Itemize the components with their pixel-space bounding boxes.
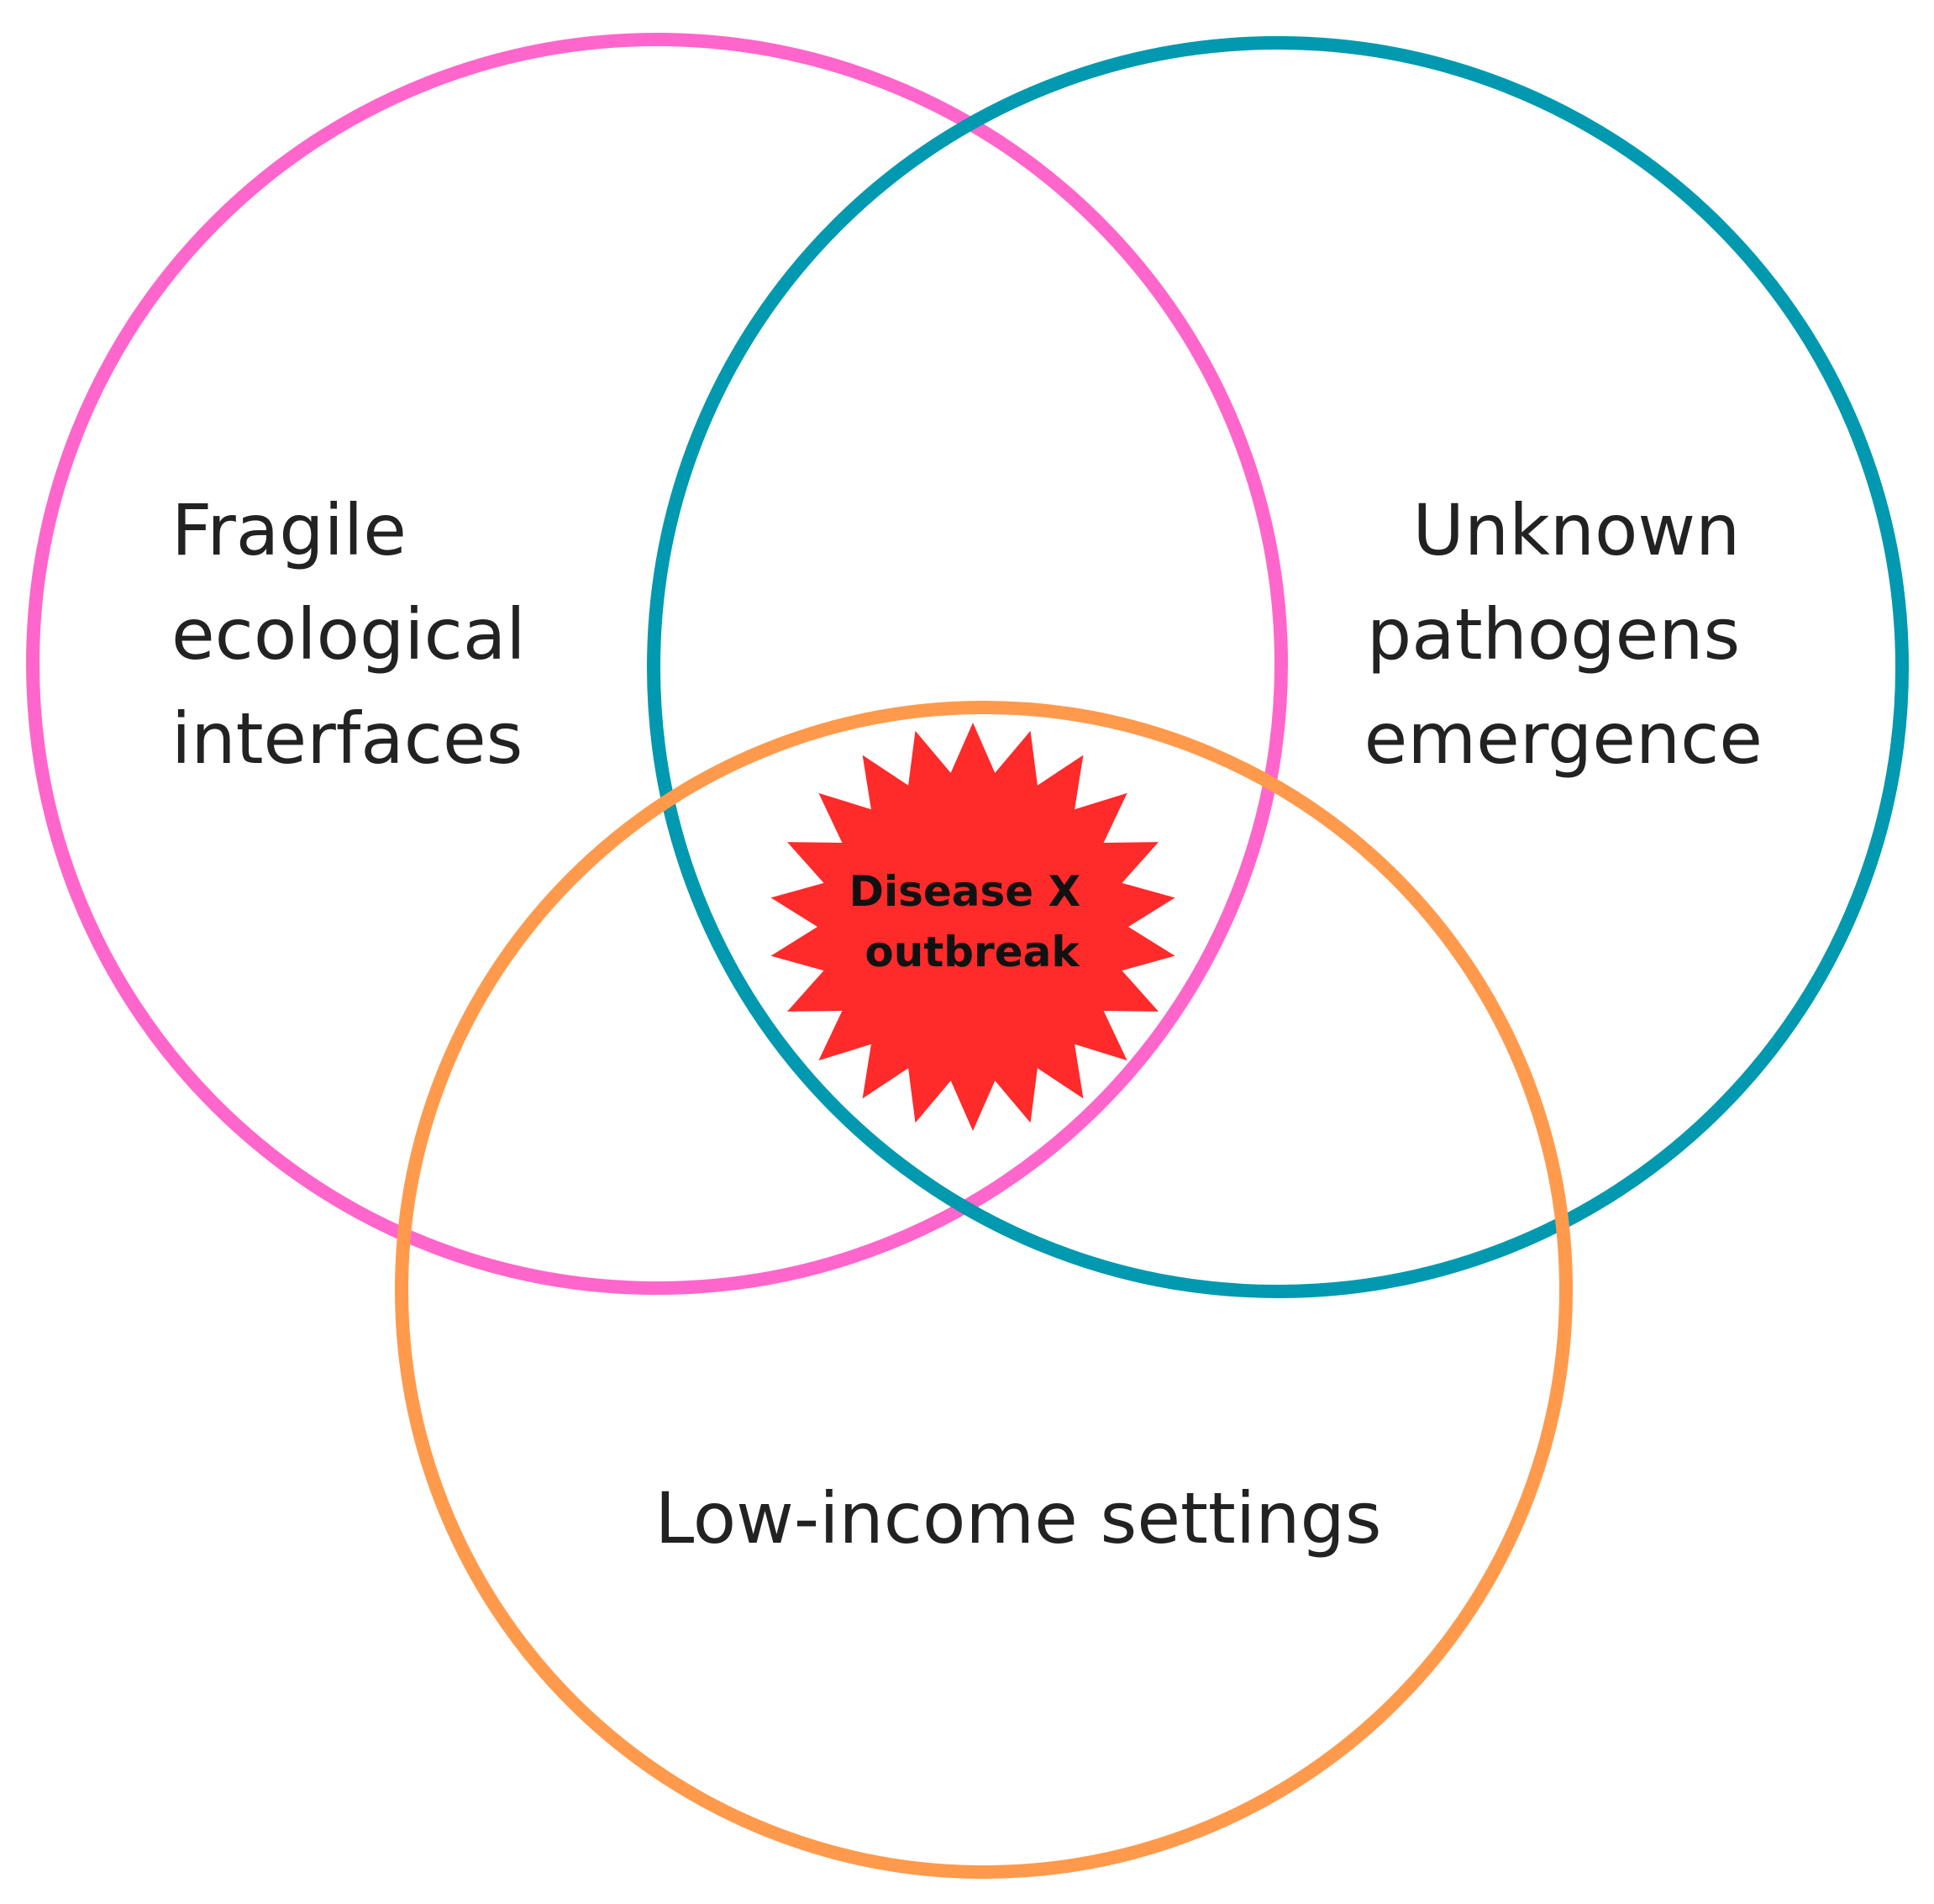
label-line: Fragile bbox=[171, 489, 407, 571]
circle-low-income-settings bbox=[395, 701, 1573, 1879]
circle-fragile-ecological-interfaces bbox=[26, 33, 1288, 1295]
label-unknown-pathogens-emergence: Unknown pathogens emergence bbox=[1364, 489, 1763, 780]
label-line: Low-income settings bbox=[654, 1477, 1381, 1559]
label-fragile-ecological-interfaces: Fragile ecological interfaces bbox=[171, 489, 548, 780]
label-line: interfaces bbox=[171, 697, 523, 780]
label-line: emergence bbox=[1364, 697, 1763, 780]
label-low-income-settings: Low-income settings bbox=[654, 1477, 1381, 1559]
label-line: pathogens bbox=[1367, 593, 1740, 676]
disease-x-starburst bbox=[770, 723, 1175, 1131]
label-disease-x-outbreak: Disease X outbreak bbox=[849, 867, 1095, 976]
label-line: Disease X bbox=[849, 867, 1080, 916]
label-line: outbreak bbox=[865, 928, 1080, 976]
circle-unknown-pathogens-emergence bbox=[647, 36, 1909, 1298]
label-line: Unknown bbox=[1412, 489, 1740, 571]
label-line: ecological bbox=[171, 593, 526, 676]
